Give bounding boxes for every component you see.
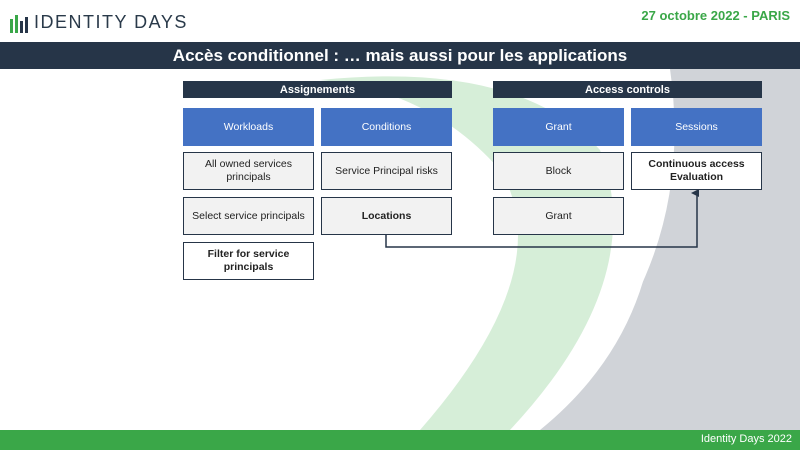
logo-bars-icon bbox=[10, 11, 28, 33]
footer-text: Identity Days 2022 bbox=[700, 433, 792, 445]
sessions-box: Sessions bbox=[631, 108, 762, 146]
workloads-box: Workloads bbox=[183, 108, 314, 146]
workload-item-all-owned: All owned services principals bbox=[183, 152, 314, 190]
logo-text: IDENTITY DAYS bbox=[34, 11, 188, 32]
workload-item-select: Select service principals bbox=[183, 197, 314, 235]
grant-item-grant: Grant bbox=[493, 197, 624, 235]
session-item-cae: Continuous access Evaluation bbox=[631, 152, 762, 190]
white-curve bbox=[330, 66, 675, 430]
assignments-header: Assignements bbox=[183, 81, 452, 98]
identity-days-logo: IDENTITY DAYS bbox=[10, 8, 188, 36]
footer-bar: Identity Days 2022 bbox=[0, 430, 800, 450]
condition-item-risks: Service Principal risks bbox=[321, 152, 452, 190]
slide-title-bar: Accès conditionnel : … mais aussi pour l… bbox=[0, 42, 800, 69]
event-date: 27 octobre 2022 - PARIS bbox=[641, 8, 790, 23]
slide-title: Accès conditionnel : … mais aussi pour l… bbox=[172, 45, 628, 65]
grant-item-block: Block bbox=[493, 152, 624, 190]
conditions-box: Conditions bbox=[321, 108, 452, 146]
grant-box: Grant bbox=[493, 108, 624, 146]
access-controls-header: Access controls bbox=[493, 81, 762, 98]
workload-item-filter: Filter for service principals bbox=[183, 242, 314, 280]
condition-item-locations: Locations bbox=[321, 197, 452, 235]
